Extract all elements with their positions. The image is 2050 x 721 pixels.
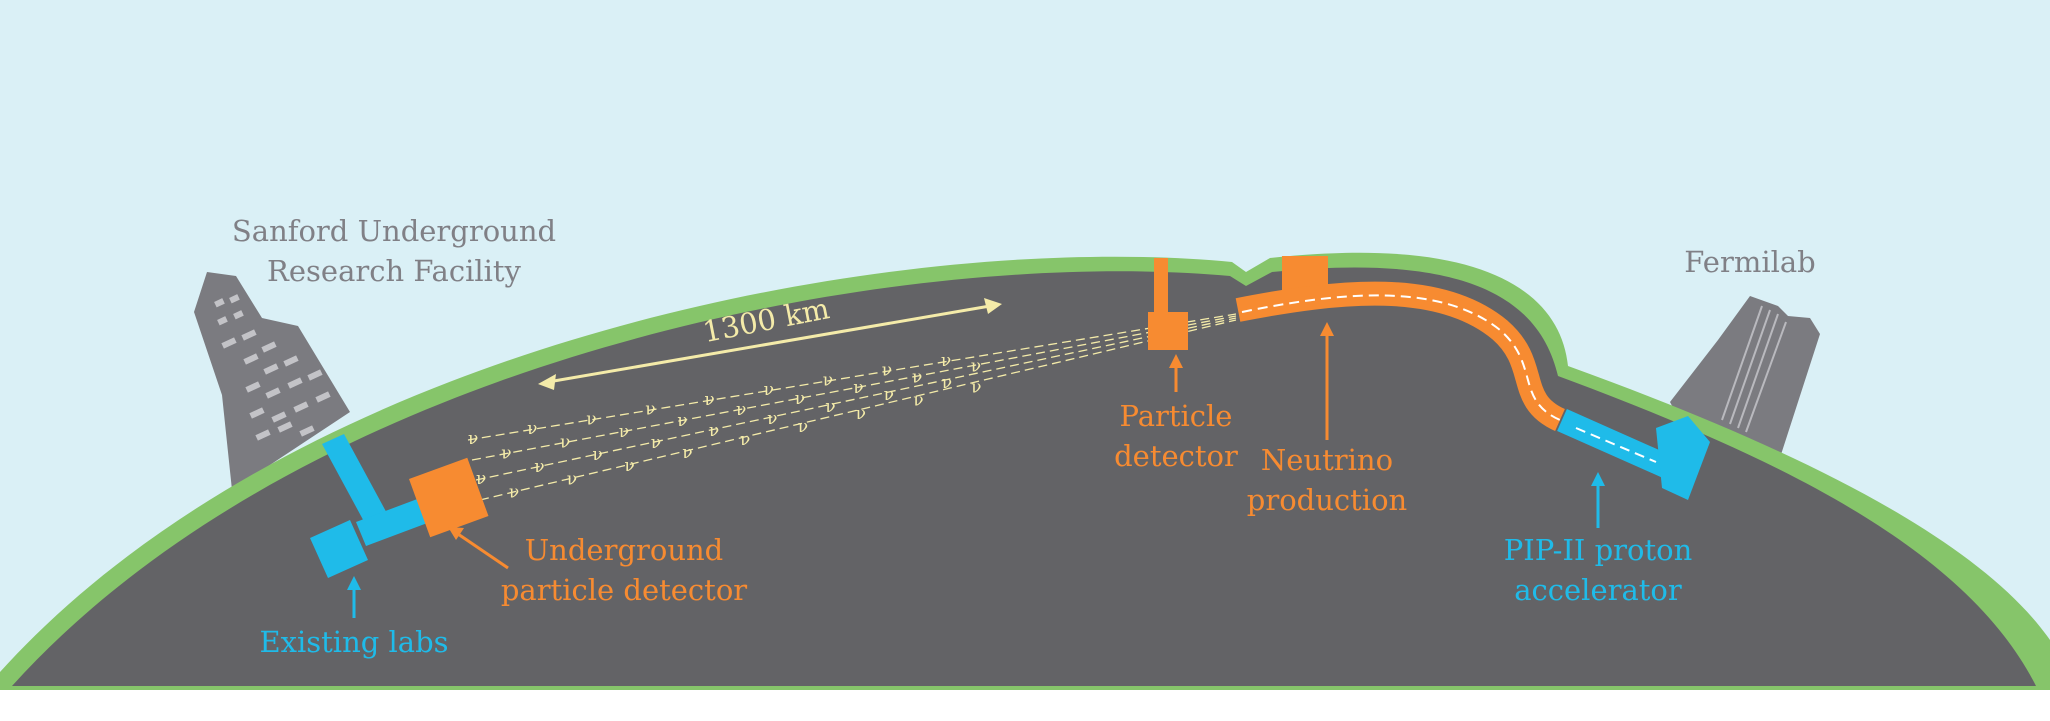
neutrino-symbol: ν (560, 433, 570, 453)
particle-detector-label-line2: detector (1114, 439, 1238, 473)
neutrino-beam (467, 313, 1237, 501)
neutrino-symbol: ν (825, 397, 835, 417)
sanford-building-icon (194, 272, 350, 490)
neutrino-symbol: ν (971, 356, 981, 376)
pip-ii-arrow (1591, 472, 1605, 528)
pip-ii-accelerator (1557, 409, 1710, 500)
neutrino-symbol: ν (677, 411, 687, 431)
sanford-label-line2: Research Facility (267, 254, 521, 288)
existing-labs-label: Existing labs (259, 625, 448, 659)
neutrino-symbol: ν (856, 404, 866, 424)
underground-detector-label-line2: particle detector (501, 573, 747, 607)
neutrino-symbol: ν (736, 400, 746, 420)
neutrino-symbol: ν (534, 457, 544, 477)
neutrino-symbol: ν (971, 378, 981, 398)
neutrino-symbol: ν (509, 482, 519, 502)
pip-ii-label-line1: PIP-II proton (1504, 533, 1693, 567)
underground-detector-label-line1: Underground (525, 533, 724, 567)
neutrino-symbol: ν (527, 419, 537, 439)
neutrino-symbol: ν (567, 469, 577, 489)
neutrino-symbol: ν (882, 361, 892, 381)
neutrino-symbol: ν (767, 409, 777, 429)
pip-ii-label-line2: accelerator (1514, 573, 1682, 607)
neutrino-symbol: ν (913, 391, 923, 411)
neutrino-symbol: ν (651, 433, 661, 453)
neutrino-symbol: ν (645, 400, 655, 420)
neutrino-symbol: ν (468, 429, 478, 449)
neutrino-symbol: ν (682, 443, 692, 463)
neutrino-symbol: ν (798, 417, 808, 437)
neutrino-symbol: ν (764, 380, 774, 400)
neutrino-symbol: ν (501, 444, 511, 464)
sanford-label-line1: Sanford Underground (232, 214, 556, 248)
neutrino-symbol: ν (941, 351, 951, 371)
neutrino-production-arrow (1320, 322, 1334, 440)
neutrino-symbol: ν (592, 445, 602, 465)
particle-detector-label-line1: Particle (1120, 399, 1233, 433)
beamline-dash (1241, 294, 1561, 421)
neutrino-symbol: ν (476, 469, 486, 489)
neutrino-symbol: ν (740, 430, 750, 450)
underground-particle-detector (409, 457, 489, 538)
neutrino-symbol: ν (624, 456, 634, 476)
underground-detector-arrow (448, 527, 509, 570)
neutrino-symbol: ν (942, 373, 952, 393)
neutrino-symbol: ν (823, 370, 833, 390)
particle-detector-structure (1148, 258, 1188, 350)
existing-labs-arrow (347, 576, 361, 618)
distance-arrow (538, 298, 1002, 390)
neutrino-symbol: ν (884, 385, 894, 405)
neutrino-production-label-line2: production (1247, 483, 1407, 517)
existing-labs-structure (310, 434, 430, 578)
neutrino-symbol: ν (704, 390, 714, 410)
neutrino-symbol: ν (619, 422, 629, 442)
neutrino-symbol: ν (795, 389, 805, 409)
fermilab-label: Fermilab (1684, 245, 1815, 279)
neutrino-symbol: ν (853, 378, 863, 398)
neutrino-symbol: ν (709, 421, 719, 441)
particle-detector-arrow (1169, 354, 1183, 392)
neutrino-symbol: ν (586, 409, 596, 429)
neutrino-production-label-line1: Neutrino (1261, 443, 1393, 477)
neutrino-symbol: ν (912, 367, 922, 387)
